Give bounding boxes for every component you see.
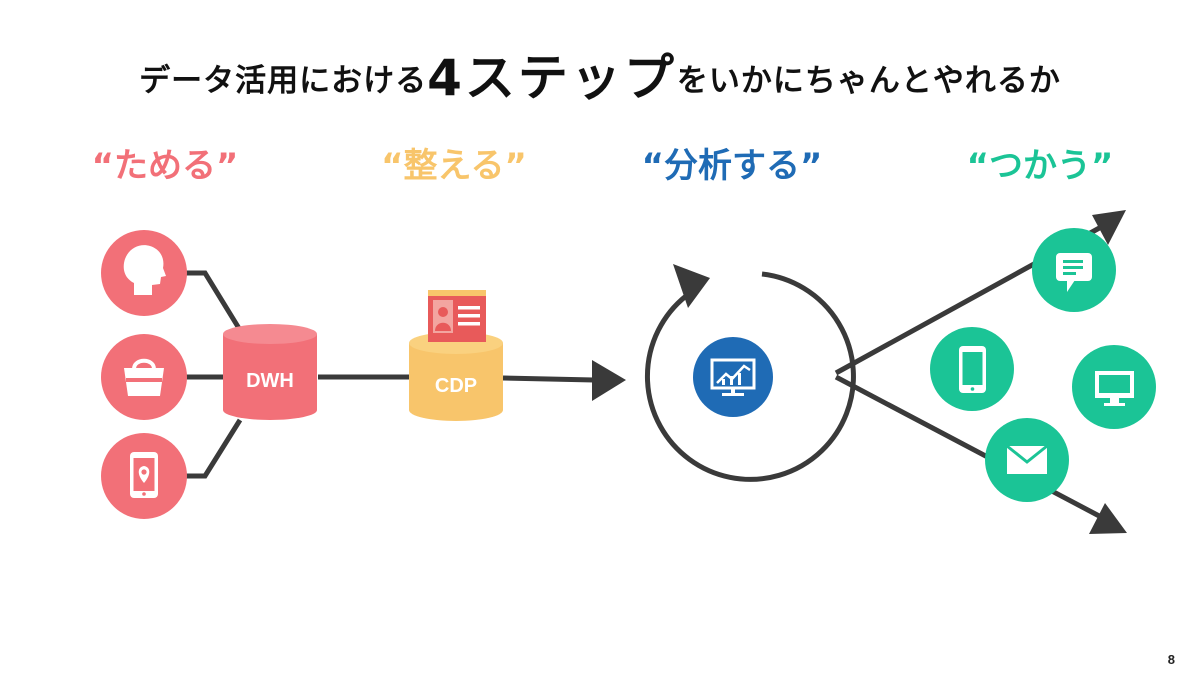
step-use-label: “つかう”: [966, 146, 1114, 186]
channel-chat: [1032, 228, 1116, 312]
shopping-bag-icon: [124, 358, 164, 396]
step-analyze-label: “分析する”: [641, 146, 823, 186]
cdp-database: CDP: [409, 332, 503, 421]
title-prefix: データ活用における: [139, 63, 428, 99]
dwh-database: DWH: [223, 324, 317, 420]
envelope-icon: [1006, 444, 1048, 474]
channel-smartphone: [930, 327, 1014, 411]
channel-email: [985, 418, 1069, 502]
source-person: [101, 230, 187, 316]
step-store-label: “ためる”: [91, 146, 239, 186]
cdp-label: CDP: [435, 375, 477, 397]
page-number: 8: [1167, 652, 1175, 667]
smartphone-icon: [959, 346, 986, 393]
page-title: データ活用における4ステップをいかにちゃんとやれるか: [0, 38, 1200, 110]
source-connectors: [186, 270, 243, 479]
cdp-to-analysis-arrow: [502, 360, 626, 401]
title-emphasis: 4ステップ: [427, 49, 677, 107]
analysis-node: [693, 337, 773, 417]
person-head-icon: [123, 245, 166, 295]
analysis-cycle: [644, 264, 856, 482]
source-mobile-location: [101, 433, 187, 519]
source-shopping: [101, 334, 187, 420]
id-card-icon: [428, 290, 486, 342]
smartphone-location-icon: [130, 452, 158, 498]
chat-message-icon: [1056, 253, 1092, 292]
channel-desktop: [1072, 345, 1156, 429]
desktop-monitor-icon: [1095, 371, 1134, 406]
step-prepare-label: “整える”: [381, 146, 527, 186]
monitor-chart-icon: [710, 358, 756, 396]
dwh-label: DWH: [246, 370, 294, 392]
title-suffix: をいかにちゃんとやれるか: [676, 63, 1061, 99]
